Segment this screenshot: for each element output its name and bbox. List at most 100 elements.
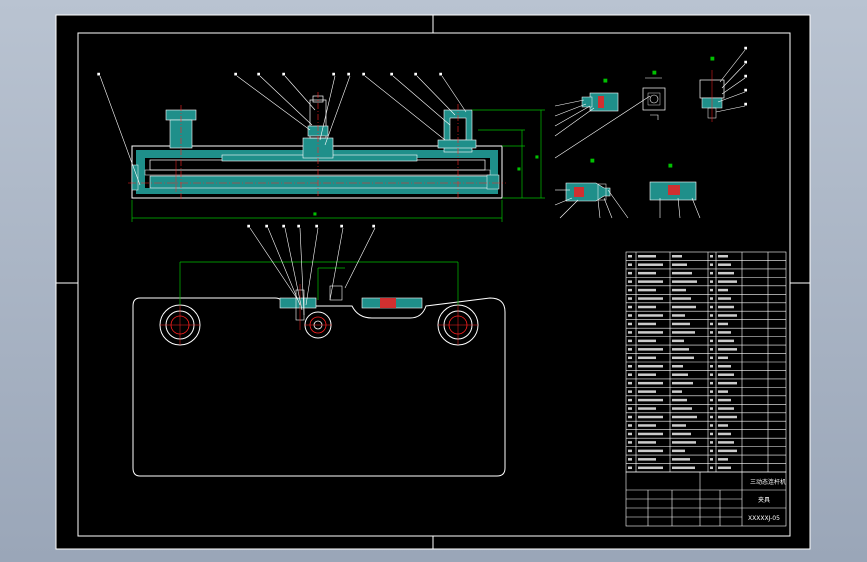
table-cell-mark — [672, 356, 694, 360]
leader-lines-front — [99, 75, 467, 186]
table-cell-mark — [672, 390, 682, 393]
table-cell-mark — [710, 331, 713, 334]
table-cell-mark — [718, 365, 731, 368]
table-cell-mark — [628, 305, 632, 309]
svg-text:■: ■ — [315, 224, 318, 228]
table-cell-mark — [672, 297, 691, 300]
lower-plate — [149, 175, 491, 189]
svg-text:■: ■ — [590, 158, 595, 164]
table-cell-mark — [638, 458, 656, 461]
table-cell-mark — [710, 263, 713, 266]
table-cell-mark — [628, 263, 632, 266]
table-cell-mark — [718, 314, 737, 317]
table-cell-mark — [638, 441, 656, 444]
leader-lines-plan — [249, 227, 376, 316]
table-cell-mark — [638, 390, 656, 393]
table-cell-mark — [710, 280, 713, 283]
inner-frame — [77, 32, 791, 537]
dim-text-length: ■ — [313, 211, 317, 216]
table-cell-mark — [710, 381, 713, 385]
table-cell-mark — [672, 373, 688, 376]
table-cell-mark — [718, 373, 734, 376]
parts-list-table — [625, 251, 787, 473]
table-cell-mark — [628, 449, 632, 453]
detail-view-a: ■ — [554, 78, 619, 137]
table-cell-mark — [710, 432, 713, 436]
detail-view-b: ■ — [554, 70, 666, 159]
table-cell-mark — [638, 255, 656, 258]
table-cell-mark — [672, 271, 692, 275]
title-drawing-no: XXXXXJ-05 — [748, 515, 780, 522]
table-cell-mark — [710, 348, 713, 351]
table-cell-mark — [628, 348, 632, 351]
table-cell-mark — [628, 331, 632, 334]
plan-clamp — [279, 297, 317, 309]
table-cell-mark — [638, 356, 656, 360]
detail-view-e: ■ — [649, 163, 701, 219]
table-cell-mark — [628, 365, 632, 368]
table-cell-mark — [638, 348, 663, 351]
table-cell-mark — [672, 288, 686, 292]
svg-text:■: ■ — [234, 72, 237, 76]
svg-text:■: ■ — [347, 72, 350, 76]
svg-text:■: ■ — [710, 56, 715, 62]
table-cell-mark — [718, 449, 737, 453]
table-cell-mark — [710, 271, 713, 275]
table-cell-mark — [710, 297, 713, 300]
table-cell-mark — [718, 322, 728, 326]
table-cell-mark — [638, 466, 663, 470]
table-cell-mark — [672, 458, 690, 461]
svg-text:■: ■ — [362, 72, 365, 76]
table-cell-mark — [638, 314, 663, 317]
table-cell-mark — [672, 398, 687, 402]
table-cell-mark — [672, 432, 691, 436]
table-cell-mark — [628, 271, 632, 275]
svg-text:■: ■ — [372, 224, 375, 228]
table-cell-mark — [710, 390, 713, 393]
svg-text:■: ■ — [744, 60, 747, 64]
table-cell-mark — [628, 466, 632, 470]
table-cell-mark — [718, 441, 734, 444]
table-cell-mark — [710, 255, 713, 258]
detail-view-d: ■ — [554, 158, 629, 219]
table-cell-mark — [710, 407, 713, 410]
table-cell-mark — [718, 331, 731, 334]
svg-text:■: ■ — [297, 224, 300, 228]
table-cell-mark — [628, 381, 632, 385]
plan-dimensions — [179, 261, 459, 305]
table-cell-mark — [672, 331, 695, 334]
plan-outline — [132, 297, 506, 477]
table-cell-mark — [718, 424, 728, 427]
centering-marks — [56, 15, 810, 549]
svg-text:■: ■ — [439, 72, 442, 76]
table-cell-mark — [718, 398, 731, 402]
table-cell-mark — [628, 390, 632, 393]
table-cell-mark — [672, 339, 684, 343]
table-cell-mark — [718, 280, 737, 283]
table-cell-mark — [710, 415, 713, 419]
table-cell-mark — [710, 466, 713, 470]
table-cell-mark — [672, 415, 697, 419]
svg-text:■: ■ — [97, 72, 100, 76]
table-cell-mark — [710, 356, 713, 360]
title-block — [625, 471, 787, 527]
table-cell-mark — [710, 373, 713, 376]
svg-text:■: ■ — [257, 72, 260, 76]
table-cell-mark — [638, 305, 656, 309]
table-cell-mark — [710, 424, 713, 427]
dim-text-height2: ■ — [517, 166, 521, 171]
table-cell-mark — [672, 441, 696, 444]
svg-text:■: ■ — [744, 74, 747, 78]
table-cell-mark — [672, 348, 689, 351]
table-cell-mark — [718, 288, 728, 292]
balloon-numbers-plan: ■■■ ■■■■ — [247, 224, 375, 228]
table-cell-mark — [710, 288, 713, 292]
table-cell-mark — [638, 288, 656, 292]
table-cell-mark — [638, 407, 656, 410]
front-dimensions — [131, 109, 545, 222]
table-cell-mark — [638, 432, 663, 436]
table-cell-mark — [710, 305, 713, 309]
table-cell-mark — [672, 263, 687, 266]
